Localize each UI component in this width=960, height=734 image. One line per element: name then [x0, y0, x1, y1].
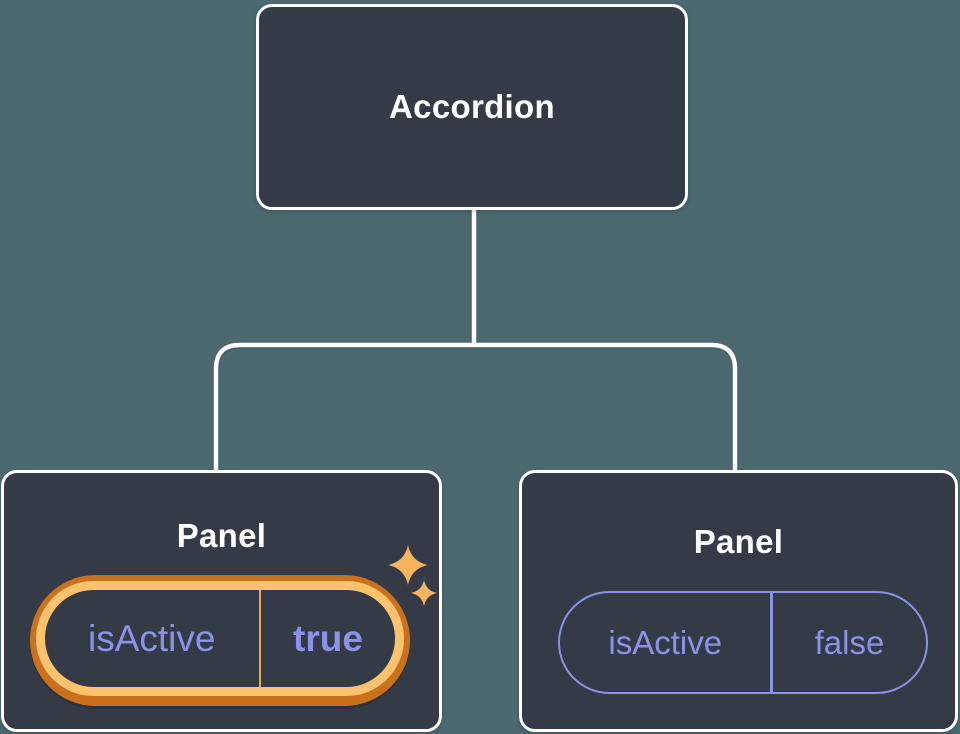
panel-node-label: Panel: [693, 523, 784, 560]
state-prop-value: false: [814, 623, 885, 661]
sparkle-icon: [411, 580, 437, 606]
pill-divider: [770, 593, 773, 692]
state-prop-value: true: [293, 617, 363, 659]
state-pill-highlighted: isActive true: [30, 575, 410, 706]
state-prop-name: isActive: [608, 623, 723, 661]
accordion-node: Accordion: [256, 4, 688, 210]
accordion-node-label: Accordion: [389, 88, 555, 125]
connector-branch-line: [213, 342, 738, 472]
state-prop-name: isActive: [88, 617, 216, 659]
panel-node-inactive: Panel isActive false: [519, 470, 958, 732]
panel-node-label: Panel: [176, 517, 267, 554]
state-pill: isActive false: [558, 591, 928, 694]
state-pill-inner: isActive true: [36, 581, 404, 696]
panel-node-active: Panel isActive true: [1, 470, 442, 732]
pill-divider: [258, 590, 261, 687]
sparkle-icon: [388, 545, 428, 585]
